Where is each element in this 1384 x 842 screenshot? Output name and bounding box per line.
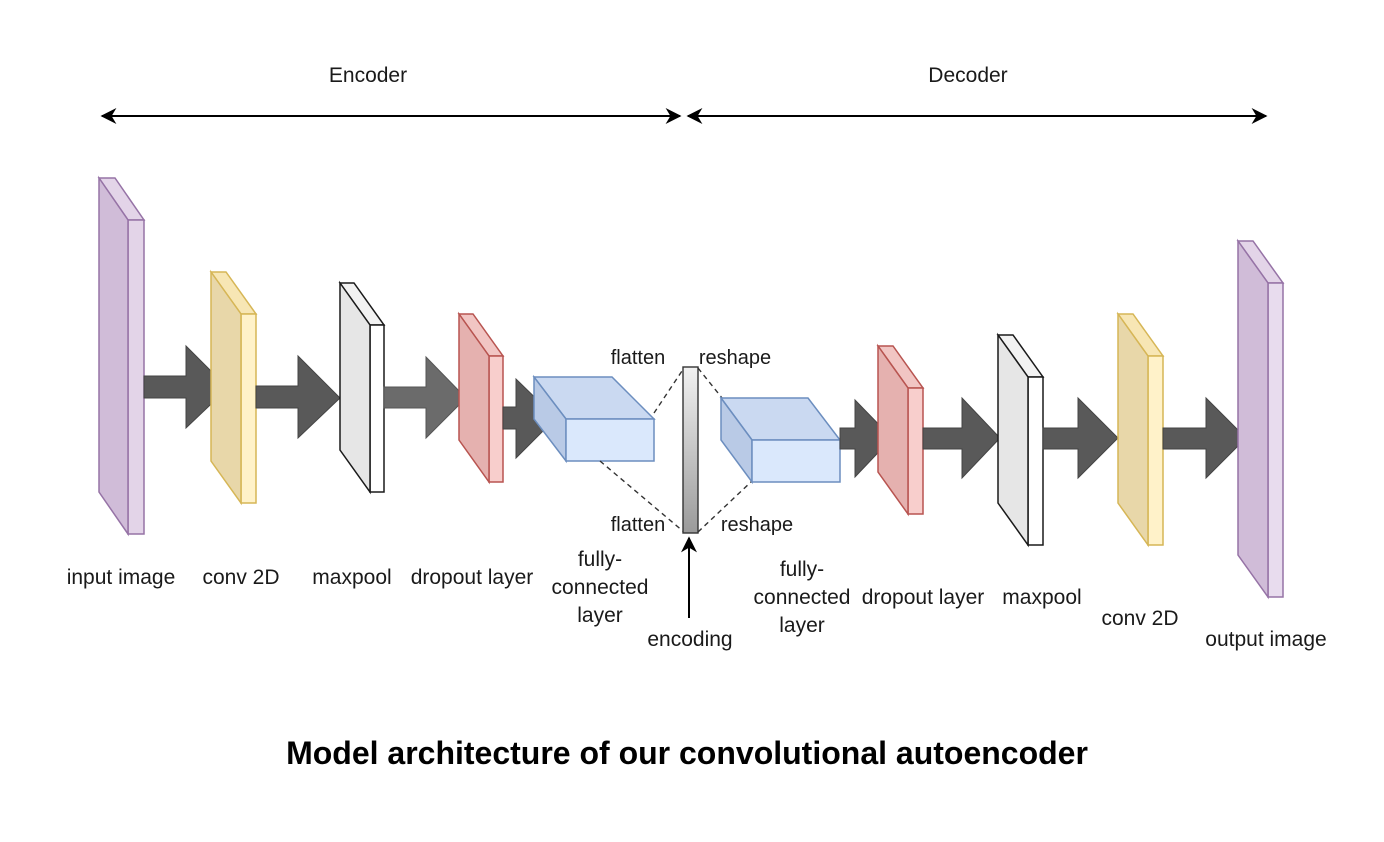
maxpool-left-block	[338, 280, 386, 495]
flow-arrow	[1162, 396, 1247, 480]
fc-left-label-line3: layer	[577, 604, 623, 627]
flatten-bottom-label: flatten	[611, 514, 665, 536]
fc-right-label-line2: connected	[754, 586, 851, 609]
fc-right-label-line3: layer	[779, 614, 825, 637]
flow-arrow	[922, 396, 1001, 480]
dropout-left-block	[457, 311, 505, 485]
encoder-span: Encoder	[100, 64, 682, 124]
input-image-label: input image	[67, 566, 176, 589]
dropout-left-label: dropout layer	[411, 566, 534, 589]
dropout-right-label: dropout layer	[862, 586, 985, 609]
flow-arrow	[1042, 396, 1119, 480]
maxpool-left-label: maxpool	[312, 566, 391, 589]
flow-arrow	[502, 377, 557, 460]
flow-arrow	[839, 398, 893, 479]
flatten-top-label: flatten	[611, 347, 665, 369]
decoder-span: Decoder	[686, 64, 1268, 124]
output-image-label: output image	[1205, 628, 1326, 651]
conv2d-right-label: conv 2D	[1101, 607, 1178, 630]
conv2d-right-block	[1116, 311, 1165, 548]
input-image-block	[97, 175, 146, 537]
reshape-top-label: reshape	[699, 347, 771, 369]
reshape-bottom-label: reshape	[721, 514, 793, 536]
maxpool-right-label: maxpool	[1002, 586, 1081, 609]
decoder-label: Decoder	[928, 64, 1007, 87]
conv2d-left-label: conv 2D	[202, 566, 279, 589]
fc-left-label-line2: connected	[552, 576, 649, 599]
dropout-right-block	[876, 343, 925, 517]
encoding-label: encoding	[647, 628, 732, 651]
flow-arrow	[143, 344, 229, 430]
encoding-bar	[682, 366, 699, 534]
flow-arrow	[383, 355, 467, 440]
diagram-caption: Model architecture of our convolutional …	[286, 735, 1088, 771]
fc-right-label-line1: fully-	[780, 558, 824, 581]
fc-left-block	[532, 374, 656, 464]
conv2d-left-block	[209, 269, 258, 506]
fc-right-block	[719, 395, 842, 485]
output-image-block	[1236, 238, 1285, 600]
encoder-label: Encoder	[329, 64, 407, 87]
maxpool-right-block	[996, 332, 1045, 548]
fc-left-label-line1: fully-	[578, 548, 622, 571]
dashed-connectors	[599, 367, 753, 533]
flow-arrow	[255, 354, 341, 440]
